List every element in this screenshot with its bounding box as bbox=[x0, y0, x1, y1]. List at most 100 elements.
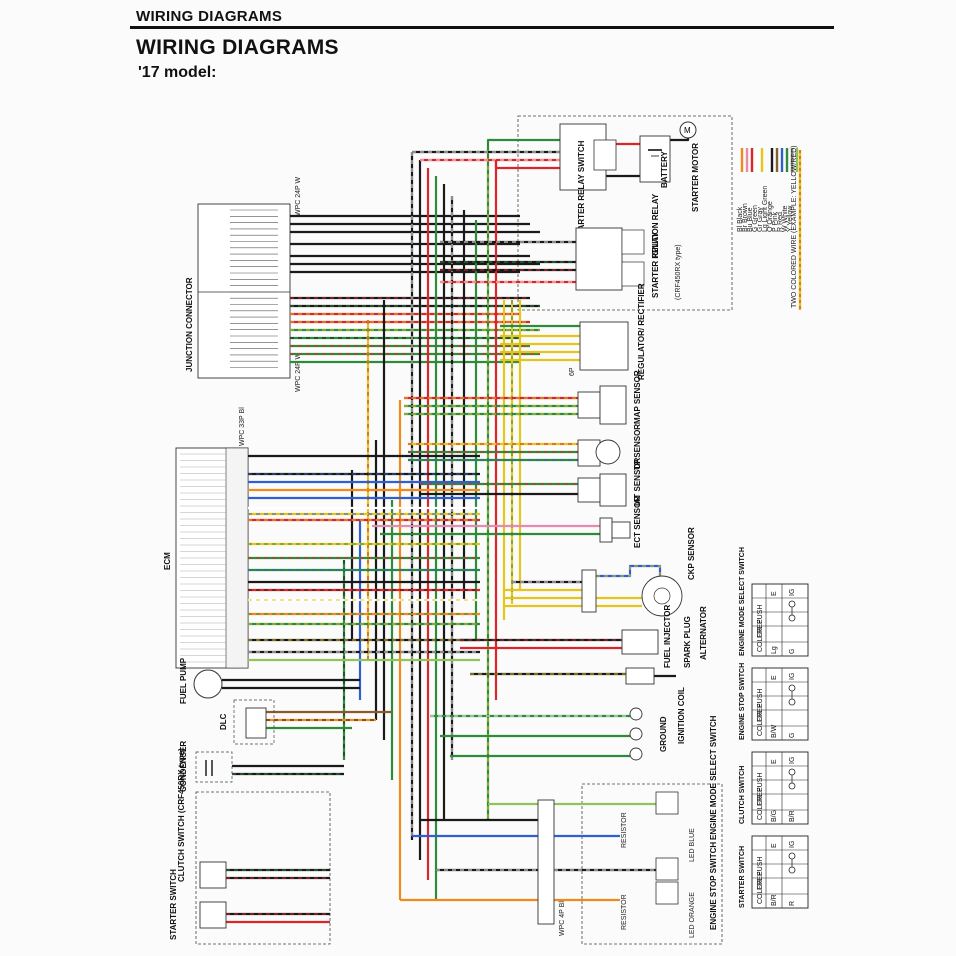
switch-table-row-label: FREE bbox=[757, 871, 764, 890]
page-title: WIRING DIAGRAMS bbox=[136, 36, 339, 59]
switch-table-row-label: COLOR bbox=[757, 711, 764, 736]
switch-table-row-label: PUSH bbox=[757, 605, 764, 624]
rx-type-label: (CRF450RX type) bbox=[675, 244, 682, 300]
color-key-entry: Br Brown bbox=[742, 203, 749, 232]
wire-tracer bbox=[596, 565, 661, 577]
color-key-entry: Bl Black bbox=[737, 206, 744, 232]
relay-block bbox=[575, 227, 645, 291]
clutch-switch-label: CLUTCH SWITCH (CRF450RX type) bbox=[177, 748, 186, 882]
engine-mode-switch-part bbox=[655, 791, 679, 815]
ect-sensor-label: ECT SENSOR bbox=[633, 496, 642, 548]
switch-connector-block bbox=[537, 799, 555, 925]
switch-table-row-label: COLOR bbox=[757, 879, 764, 904]
tp-sensor-label: TP SENSOR bbox=[633, 424, 642, 470]
engine-stop-switch-part bbox=[655, 857, 679, 881]
dlc-part bbox=[245, 707, 267, 739]
wire bbox=[596, 564, 662, 578]
ignition-coil-label: IGNITION COIL bbox=[677, 687, 686, 744]
running-head-bar: WIRING DIAGRAMS bbox=[130, 4, 834, 29]
switch-area-frame bbox=[581, 783, 723, 945]
switch-contact bbox=[788, 782, 796, 790]
ect-sensor-part bbox=[599, 517, 631, 543]
ignition-coil-part bbox=[625, 667, 655, 685]
model-subtitle: '17 model: bbox=[138, 64, 217, 81]
map-sensor-part bbox=[577, 385, 627, 425]
switch-table-col-label: IG bbox=[789, 757, 796, 764]
switch-table-title: ENGINE MODE SELECT SWITCH bbox=[739, 547, 746, 656]
switch-table-color: R bbox=[789, 901, 796, 906]
color-key-entry: P Pink bbox=[772, 211, 779, 232]
ignition-relay-label: IGNITION RELAY bbox=[651, 193, 660, 258]
switch-table-title: CLUTCH SWITCH bbox=[739, 766, 746, 824]
iat-sensor-label: IAT SENSOR bbox=[633, 457, 642, 506]
starter-switch-label: STARTER SWITCH bbox=[169, 869, 178, 940]
switch-table-col-label: IG bbox=[789, 589, 796, 596]
reg-6p-label: 6P bbox=[569, 367, 576, 376]
starter-relay-switch-part bbox=[559, 123, 617, 191]
starter-motor-label: STARTER MOTOR bbox=[691, 143, 700, 212]
switch-table-color: Lg bbox=[771, 646, 778, 654]
switch-table-color: B/R bbox=[789, 810, 796, 822]
switch-table-row-label: PUSH bbox=[757, 773, 764, 792]
switch-table-row-label: FREE bbox=[757, 787, 764, 806]
ecm-wpc-label: WPC 33P Bl bbox=[239, 407, 246, 446]
color-key-entry: Gr Gray bbox=[757, 207, 764, 232]
spark-plug-label: SPARK PLUG bbox=[683, 616, 692, 668]
clutch-area-frame bbox=[195, 791, 331, 945]
fuel-injector-part bbox=[621, 629, 659, 655]
svg-text:M: M bbox=[684, 126, 691, 135]
dlc-label: DLC bbox=[219, 713, 228, 730]
switch-table-col-label: E bbox=[771, 843, 778, 848]
fuel-pump-label: FUEL PUMP bbox=[179, 657, 188, 704]
switch-table-color: B/R bbox=[771, 894, 778, 906]
color-key-entry: G Green bbox=[752, 205, 759, 232]
starter-relay-label: STARTER RELAY bbox=[651, 232, 660, 298]
resistor-label-2: RESISTOR bbox=[621, 894, 628, 930]
map-sensor-label: MAP SENSOR bbox=[633, 370, 642, 424]
color-key-entry: O Orange bbox=[767, 201, 774, 232]
switch-table-row-label: PUSH bbox=[757, 857, 764, 876]
switch-table-col-label: IG bbox=[789, 841, 796, 848]
wire-harness bbox=[222, 138, 690, 924]
engine-stop-switch-part-2 bbox=[655, 881, 679, 905]
switch-table-col-label: E bbox=[771, 675, 778, 680]
switch-contact bbox=[788, 684, 796, 692]
switch-contact bbox=[788, 866, 796, 874]
jc-wpc-bottom-label: WPC 24P W bbox=[295, 352, 302, 392]
switch-table-col-label: E bbox=[771, 759, 778, 764]
two-color-note: TWO COLORED WIRE (EXAMPLE: YELLOW/RED) bbox=[791, 146, 798, 308]
switch-table-row-label: COLOR bbox=[757, 795, 764, 820]
switch-table-color: G bbox=[789, 733, 796, 738]
ecm-box bbox=[175, 447, 249, 669]
ground-label: GROUND bbox=[659, 716, 668, 752]
switch-table-col-label: E bbox=[771, 591, 778, 596]
alternator-label: ALTERNATOR bbox=[699, 606, 708, 660]
fuel-pump-part bbox=[193, 669, 223, 699]
switch-contact bbox=[788, 768, 796, 776]
switch-table-row-label: FREE bbox=[757, 703, 764, 722]
starter-relay-switch-label: STARTER RELAY SWITCH bbox=[577, 140, 586, 240]
switch-table-row-label: FREE bbox=[757, 619, 764, 638]
wire bbox=[486, 138, 560, 150]
switch-table-color: B/G bbox=[771, 810, 778, 822]
running-head: WIRING DIAGRAMS bbox=[136, 8, 283, 25]
wire bbox=[494, 160, 560, 170]
ckp-alternator-part bbox=[581, 569, 683, 617]
wire bbox=[670, 138, 690, 142]
color-key-entry: W White bbox=[782, 205, 789, 232]
led-blue-label: LED BLUE bbox=[689, 828, 696, 862]
switch-contact bbox=[788, 614, 796, 622]
clutch-switch-part bbox=[199, 861, 227, 889]
junction-connector-label: JUNCTION CONNECTOR bbox=[185, 277, 194, 372]
tp-sensor-part bbox=[577, 439, 621, 467]
junction-connector-box bbox=[197, 203, 291, 379]
regulator-rectifier-label: REGULATOR/ RECTIFIER bbox=[637, 283, 646, 380]
switch-contact bbox=[788, 852, 796, 860]
jc-wpc-top-label: WPC 24P W bbox=[295, 176, 302, 216]
starter-motor-part: M bbox=[679, 121, 697, 139]
